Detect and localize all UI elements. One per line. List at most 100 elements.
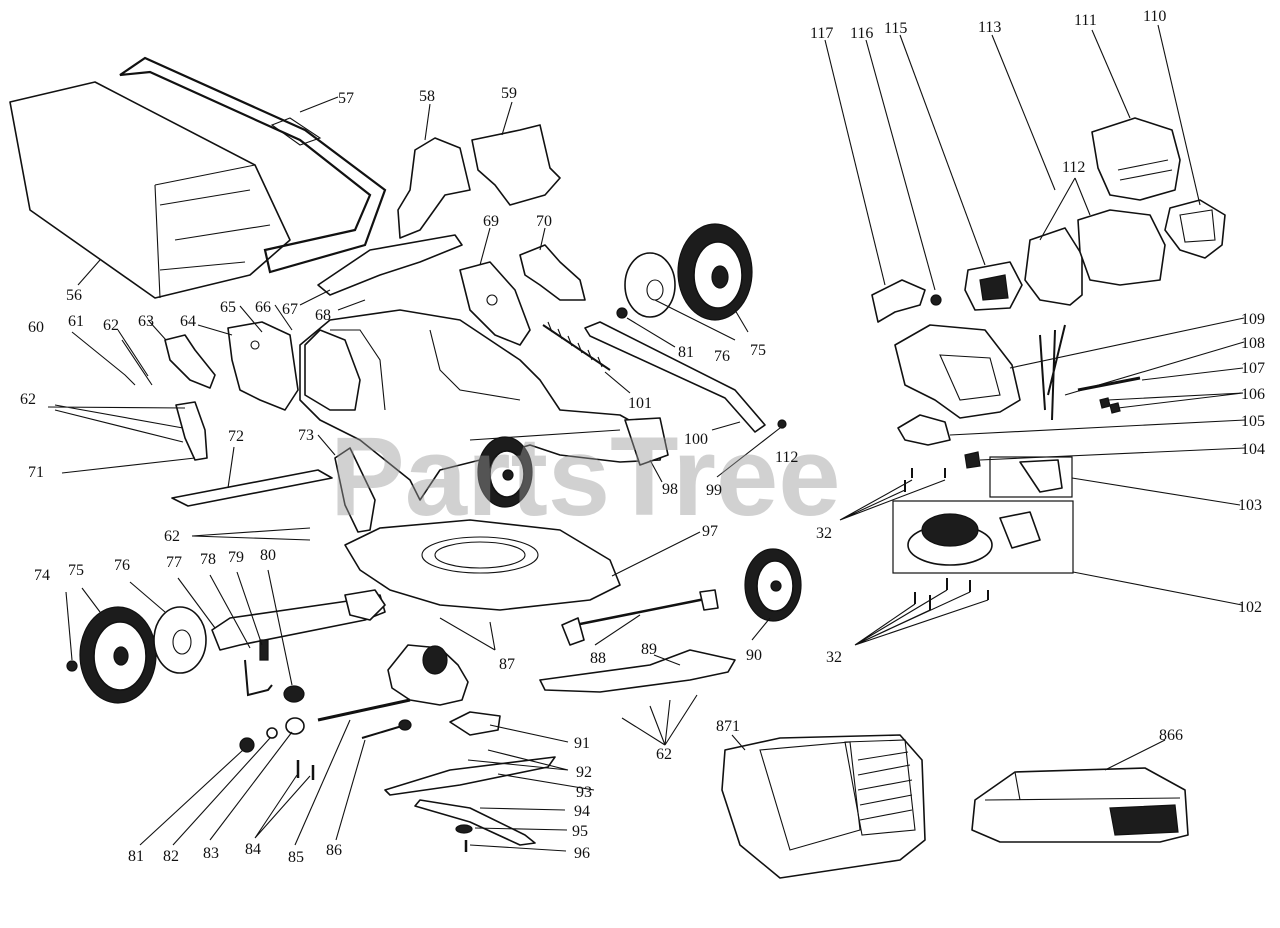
callout-64: 64 bbox=[180, 313, 196, 330]
switch-104 bbox=[964, 451, 981, 469]
blade-72 bbox=[171, 469, 333, 507]
callout-65: 65 bbox=[220, 299, 236, 316]
callout-105: 105 bbox=[1241, 413, 1265, 430]
blade-adapter-91 bbox=[449, 711, 501, 736]
callout-107: 107 bbox=[1241, 360, 1265, 377]
latch-110 bbox=[1164, 199, 1226, 259]
callout-59: 59 bbox=[501, 85, 517, 102]
bolts-84 bbox=[296, 760, 315, 780]
callout-63: 63 bbox=[138, 313, 154, 330]
callout-73: 73 bbox=[298, 427, 314, 444]
rear-wheel-75 bbox=[677, 223, 753, 321]
callout-79: 79 bbox=[228, 549, 244, 566]
front-wheel-cap-76 bbox=[153, 606, 207, 674]
nut-81-bottom bbox=[239, 737, 255, 753]
callout-85: 85 bbox=[288, 849, 304, 866]
callout-81-a: 81 bbox=[678, 344, 694, 361]
skid-plate-89 bbox=[539, 649, 736, 693]
front-wheel-75 bbox=[79, 606, 157, 704]
callout-98: 98 bbox=[662, 481, 678, 498]
screw-116 bbox=[930, 294, 942, 306]
motor-assembly-85 bbox=[387, 644, 469, 706]
cover-111 bbox=[1091, 117, 1181, 201]
blade-93 bbox=[384, 756, 556, 796]
callout-112-a: 112 bbox=[775, 449, 798, 466]
battery-866 bbox=[971, 767, 1189, 843]
callout-57: 57 bbox=[338, 90, 354, 107]
callout-101: 101 bbox=[628, 395, 652, 412]
callout-110: 110 bbox=[1143, 8, 1166, 25]
callout-99: 99 bbox=[706, 482, 722, 499]
rear-flap-58 bbox=[397, 137, 471, 239]
callout-56: 56 bbox=[66, 287, 82, 304]
callout-106: 106 bbox=[1241, 386, 1265, 403]
motor-box-102 bbox=[892, 500, 1074, 574]
motor-housing-left bbox=[304, 329, 361, 411]
callout-96: 96 bbox=[574, 845, 590, 862]
housing-112 bbox=[1024, 209, 1166, 306]
front-axle-77 bbox=[211, 589, 386, 651]
deck-housing bbox=[299, 309, 669, 501]
callout-62-a: 62 bbox=[103, 317, 119, 334]
callout-88: 88 bbox=[590, 650, 606, 667]
front-wheel-90 bbox=[744, 548, 802, 622]
bushing-83 bbox=[285, 717, 305, 735]
callout-115: 115 bbox=[884, 20, 907, 37]
callout-77: 77 bbox=[166, 554, 182, 571]
wire-harness-108 bbox=[1039, 324, 1066, 421]
callout-76-a: 76 bbox=[714, 348, 730, 365]
callout-69: 69 bbox=[483, 213, 499, 230]
drive-shaft-85 bbox=[317, 698, 411, 722]
callout-116: 116 bbox=[850, 25, 873, 42]
grass-bag-frame bbox=[119, 56, 387, 274]
callout-75-b: 75 bbox=[68, 562, 84, 579]
rear-guard-59 bbox=[471, 124, 561, 206]
callout-87: 87 bbox=[499, 656, 515, 673]
callout-866: 866 bbox=[1159, 727, 1183, 744]
grass-bag-cover bbox=[9, 81, 291, 299]
screws-32-bottom bbox=[914, 578, 989, 610]
bushing-80 bbox=[283, 685, 305, 703]
callout-71: 71 bbox=[28, 464, 44, 481]
clip-106 bbox=[1099, 397, 1121, 414]
callout-112-b: 112 bbox=[1062, 159, 1085, 176]
rear-axle-rod-100 bbox=[584, 321, 766, 433]
nut-74 bbox=[66, 660, 78, 672]
side-bracket-64 bbox=[227, 321, 299, 411]
callout-104: 104 bbox=[1241, 441, 1265, 458]
callout-66: 66 bbox=[255, 299, 271, 316]
callout-100: 100 bbox=[684, 431, 708, 448]
washer-95 bbox=[455, 824, 473, 834]
callout-108: 108 bbox=[1241, 335, 1265, 352]
callout-89: 89 bbox=[641, 641, 657, 658]
cutting-deck-97 bbox=[344, 519, 621, 611]
callout-76-b: 76 bbox=[114, 557, 130, 574]
callout-58: 58 bbox=[419, 88, 435, 105]
switch-box-103 bbox=[989, 456, 1073, 498]
bracket-105 bbox=[897, 414, 951, 446]
callout-80: 80 bbox=[260, 547, 276, 564]
height-adjust-lever-67 bbox=[317, 234, 463, 296]
callout-103: 103 bbox=[1238, 497, 1262, 514]
rear-wheel-left-inner bbox=[477, 436, 533, 508]
callout-871: 871 bbox=[716, 718, 740, 735]
callout-91: 91 bbox=[574, 735, 590, 752]
callout-83: 83 bbox=[203, 845, 219, 862]
callout-92: 92 bbox=[576, 764, 592, 781]
leader-lines bbox=[47, 24, 1246, 852]
callout-62-d: 62 bbox=[656, 746, 672, 763]
callout-32-a: 32 bbox=[816, 525, 832, 542]
watermark: PartsTree bbox=[330, 414, 841, 539]
blade-94 bbox=[414, 799, 536, 846]
callout-62-c: 62 bbox=[164, 528, 180, 545]
callout-labels: 57 58 59 56 67 68 69 70 66 65 64 63 62 6… bbox=[20, 8, 1265, 866]
rear-wheel-cap-76 bbox=[624, 252, 676, 318]
knob-63 bbox=[164, 334, 216, 389]
nut-99 bbox=[777, 419, 787, 429]
spring-clip-86 bbox=[361, 719, 412, 739]
callout-70: 70 bbox=[536, 213, 552, 230]
height-bracket-70 bbox=[519, 244, 586, 301]
callout-78: 78 bbox=[200, 551, 216, 568]
front-axle-88 bbox=[561, 589, 719, 646]
height-link-78 bbox=[244, 659, 273, 697]
